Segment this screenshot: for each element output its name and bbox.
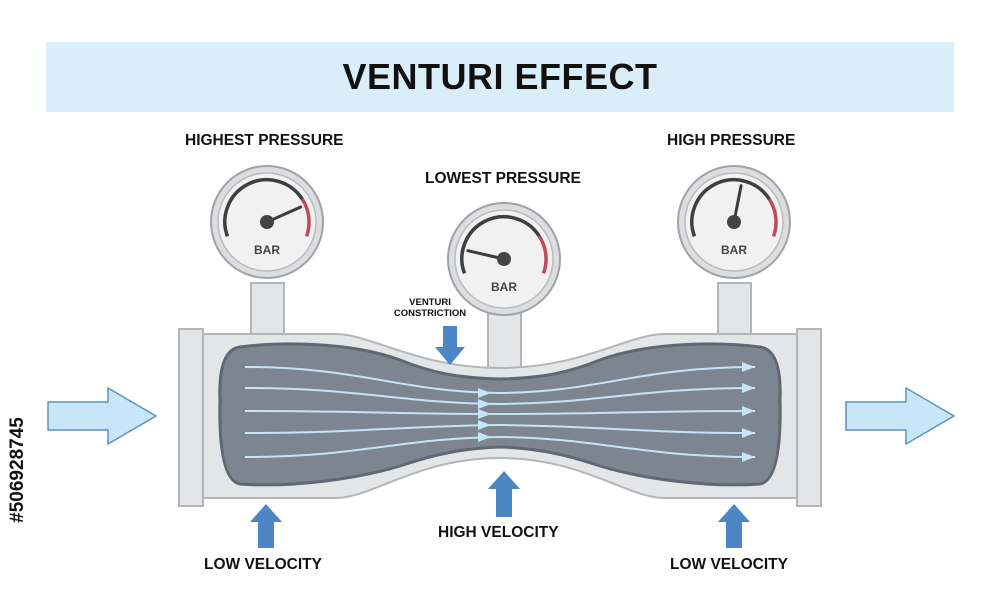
low-velocity-right-arrow-icon [718, 504, 750, 548]
gauge-hub [497, 252, 511, 266]
gauge-unit-label: BAR [254, 243, 280, 257]
gauge-unit-label: BAR [721, 243, 747, 257]
arrowhead-end-5 [742, 452, 755, 462]
gauge-hub [727, 215, 741, 229]
gauge-scale-arc [460, 214, 541, 275]
gauge-hub [260, 215, 274, 229]
flow-out-arrow-icon [845, 386, 956, 446]
arrowhead-end-4 [742, 428, 755, 438]
arrowhead-end-1 [742, 362, 755, 372]
arrowhead-end-2 [742, 383, 755, 393]
arrowhead-end-3 [742, 406, 755, 416]
gauge-highest-pressure: BAR [210, 165, 324, 279]
arrowhead-mid-1 [478, 388, 491, 398]
title-band: VENTURI EFFECT [46, 42, 954, 112]
arrowhead-mid-5 [478, 432, 491, 442]
label-low-velocity-right: LOW VELOCITY [670, 556, 788, 573]
gauge-redline-arc [767, 198, 778, 237]
gauge-high-pressure: BAR [677, 165, 791, 279]
high-velocity-arrow-icon [488, 471, 520, 517]
label-highest-pressure: HIGHEST PRESSURE [185, 132, 344, 149]
gauge-unit-label: BAR [491, 280, 517, 294]
constriction-arrow-icon [435, 326, 465, 365]
low-velocity-left-arrow-icon [250, 504, 282, 548]
streamline-4 [244, 423, 756, 434]
label-high-pressure: HIGH PRESSURE [667, 132, 796, 149]
streamline-2 [244, 387, 756, 406]
pipe-flange-right [796, 328, 822, 507]
gauge-redline-arc [300, 198, 311, 237]
gauge-lowest-pressure: BAR [447, 202, 561, 316]
label-high-velocity: HIGH VELOCITY [438, 524, 559, 541]
arrowhead-mid-4 [478, 420, 491, 430]
label-lowest-pressure: LOWEST PRESSURE [425, 170, 581, 187]
streamline-arrowheads [478, 362, 755, 462]
watermark-id: #506928745 [6, 370, 30, 570]
streamline-1 [244, 366, 756, 395]
gauge-scale-arc [223, 177, 304, 238]
arrowhead-mid-2 [478, 399, 491, 409]
label-low-velocity-left: LOW VELOCITY [204, 556, 322, 573]
flow-in-arrow-icon [47, 386, 158, 446]
diagram-title: VENTURI EFFECT [342, 56, 658, 97]
gauge-redline-arc [537, 235, 548, 274]
streamlines [244, 366, 756, 458]
arrowhead-mid-3 [478, 409, 491, 419]
gauge-scale-arc [690, 177, 771, 238]
streamline-5 [244, 435, 756, 458]
watermark-id-text: #506928745 [7, 417, 28, 523]
streamline-3 [244, 410, 756, 416]
pipe-flange-left [178, 328, 204, 507]
label-venturi-constriction: VENTURI CONSTRICTION [393, 297, 467, 319]
